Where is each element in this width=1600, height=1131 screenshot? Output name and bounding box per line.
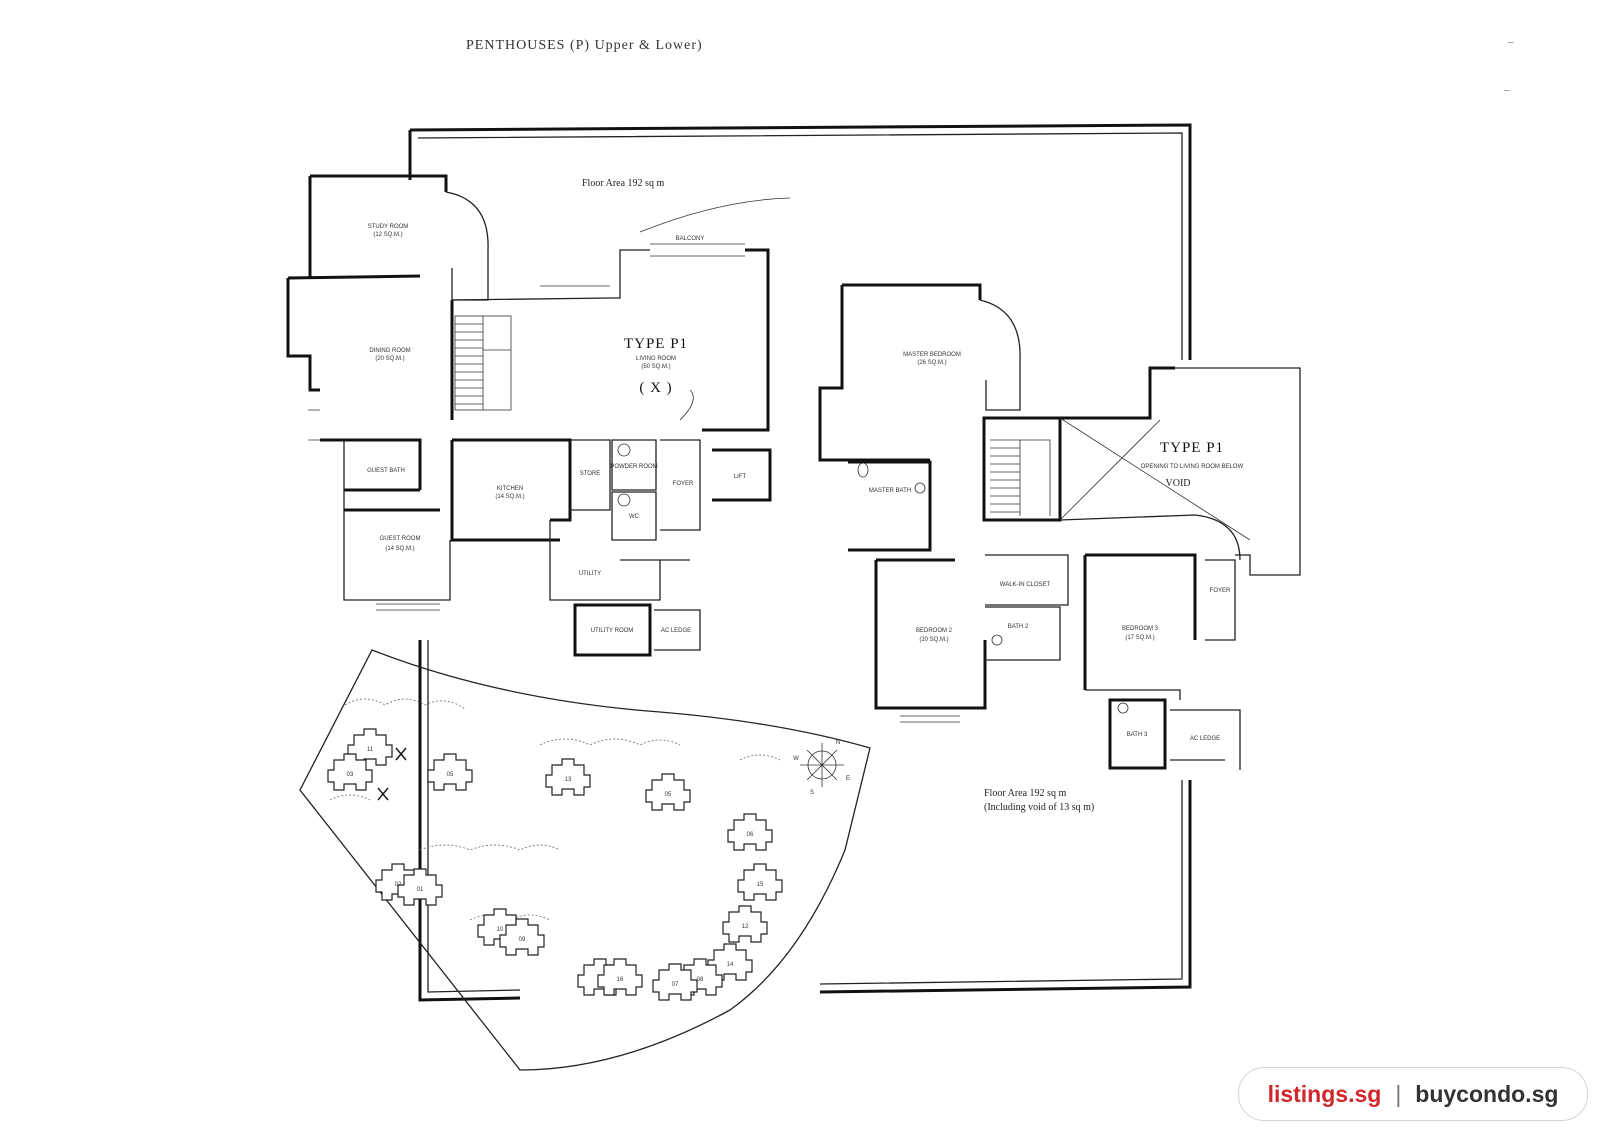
staircase-lower: [454, 315, 512, 411]
site-block: 03: [327, 753, 373, 791]
site-block-outline: [597, 958, 643, 996]
site-block: 15: [737, 863, 783, 901]
site-block-outline: [737, 863, 783, 901]
site-block: 07: [652, 963, 698, 1001]
site-block-number: 10: [497, 927, 504, 933]
living-room-label: LIVING ROOM: [636, 356, 676, 362]
site-block: 05: [645, 773, 691, 811]
upper-floor-plan: MASTER BEDROOM (26 SQ.M.) TYPE P1 OPENIN…: [818, 283, 1301, 813]
site-block-outline: [499, 918, 545, 956]
selected-unit-marks: [377, 747, 407, 801]
margin-mark: –: [1504, 84, 1510, 96]
compass-s: S: [810, 790, 814, 796]
site-block: 01: [397, 868, 443, 906]
site-block-outline: [545, 758, 591, 796]
void-description: OPENING TO LIVING ROOM BELOW: [1141, 464, 1244, 470]
bedroom2-label: BEDROOM 2: [916, 628, 953, 634]
foyer-label-upper: FOYER: [1210, 588, 1231, 594]
lower-floor-plan: Floor Area 192 sq m STUDY ROOM (12 SQ.M.…: [286, 174, 791, 657]
site-block-number: 09: [519, 937, 526, 943]
ac-ledge-label-upper: AC LEDGE: [1190, 736, 1220, 742]
site-block-outline: [722, 905, 768, 943]
guest-room-label: GUEST ROOM: [380, 536, 421, 542]
kitchen-size: (14 SQ.M.): [495, 494, 524, 500]
utility-label: UTILITY: [579, 571, 601, 577]
unit-mark: ( X ): [639, 380, 672, 396]
site-block-number: 11: [367, 747, 374, 753]
void-label: VOID: [1166, 478, 1191, 489]
outer-frame: [408, 123, 1192, 1002]
dining-room-label: DINING ROOM: [369, 348, 410, 354]
site-block-number: 05: [665, 792, 672, 798]
watermark-separator: |: [1395, 1080, 1402, 1107]
wc-label: WC: [629, 514, 640, 520]
margin-mark: –: [1508, 36, 1514, 48]
site-block-outline: [397, 868, 443, 906]
site-block-number: 13: [565, 777, 572, 783]
bedroom2-size: (20 SQ.M.): [919, 637, 948, 643]
walk-in-closet-label: WALK-IN CLOSET: [1000, 582, 1051, 588]
lift-label: LIFT: [734, 474, 747, 480]
bath2-label: BATH 2: [1008, 624, 1029, 630]
compass-n: N: [836, 740, 840, 746]
site-block-number: 15: [757, 882, 764, 888]
compass: N E W S: [793, 740, 850, 796]
site-block-number: 01: [417, 887, 424, 893]
site-block: 13: [545, 758, 591, 796]
watermark-badge: listings.sg | buycondo.sg: [1238, 1067, 1588, 1121]
site-block-number: 14: [727, 962, 734, 968]
watermark-buycondo: buycondo.sg: [1415, 1080, 1559, 1107]
utility-room-label: UTILITY ROOM: [591, 628, 634, 634]
compass-e: E: [846, 776, 850, 782]
type-label-lower: TYPE P1: [624, 336, 688, 352]
site-block-outline: [327, 753, 373, 791]
site-block: 05: [427, 753, 473, 791]
page-title: PENTHOUSES (P) Upper & Lower): [466, 38, 703, 53]
site-plan: 0513051110090201061517161214080703 N E W…: [299, 649, 871, 1071]
balcony-label: BALCONY: [676, 236, 705, 242]
upper-floor-area-note: (Including void of 13 sq m): [984, 802, 1094, 813]
master-bath-label: MASTER BATH: [869, 488, 911, 494]
study-room-label: STUDY ROOM: [368, 224, 409, 230]
site-block-number: 05: [447, 772, 454, 778]
study-room-size: (12 SQ.M.): [373, 232, 402, 238]
site-block: 09: [499, 918, 545, 956]
living-room-size: (50 SQ.M.): [641, 364, 670, 370]
guest-room-size: (14 SQ.M.): [385, 546, 414, 552]
site-block: 16: [597, 958, 643, 996]
watermark-listings: listings.sg: [1267, 1080, 1382, 1107]
site-block-outline: [727, 813, 773, 851]
master-bedroom-size: (26 SQ.M.): [917, 360, 946, 366]
bedroom3-size: (17 SQ.M.): [1125, 635, 1154, 641]
guest-bath-label: GUEST BATH: [367, 468, 405, 474]
site-block-number: 16: [617, 977, 624, 983]
lower-floor-area: Floor Area 192 sq m: [582, 178, 664, 189]
staircase-upper: [982, 416, 1062, 522]
site-block: 06: [727, 813, 773, 851]
site-block-number: 07: [672, 982, 679, 988]
ac-ledge-label-lower: AC LEDGE: [661, 628, 691, 634]
site-block-number: 06: [747, 832, 754, 838]
residential-blocks: 0513051110090201061517161214080703: [327, 728, 783, 1001]
site-block-outline: [645, 773, 691, 811]
foyer-label-lower: FOYER: [673, 481, 694, 487]
site-block-outline: [427, 753, 473, 791]
upper-floor-area: Floor Area 192 sq m: [984, 788, 1066, 799]
bath3-label: BATH 3: [1127, 732, 1148, 738]
type-label-upper: TYPE P1: [1160, 440, 1224, 456]
powder-room-label: POWDER ROOM: [610, 464, 657, 470]
site-block-outline: [652, 963, 698, 1001]
master-bedroom-label: MASTER BEDROOM: [903, 352, 961, 358]
kitchen-label: KITCHEN: [497, 486, 523, 492]
site-block-number: 08: [697, 977, 704, 983]
dining-room-size: (20 SQ.M.): [375, 356, 404, 362]
compass-w: W: [793, 756, 799, 762]
site-block-number: 03: [347, 772, 354, 778]
site-block-number: 12: [742, 924, 749, 930]
site-block: 12: [722, 905, 768, 943]
bedroom3-label: BEDROOM 3: [1122, 626, 1159, 632]
store-label: STORE: [580, 471, 601, 477]
